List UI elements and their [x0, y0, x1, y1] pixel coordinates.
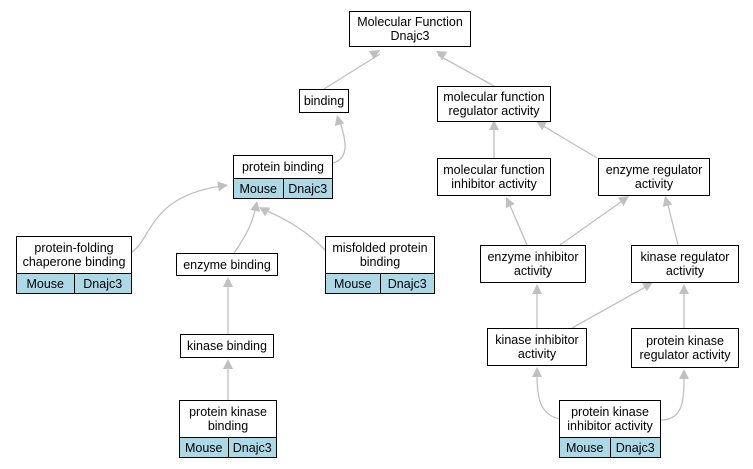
node-label: molecular function inhibitor activity: [443, 163, 545, 191]
annotation-organism[interactable]: Mouse: [26, 276, 65, 291]
edge-arrowhead: [436, 51, 448, 61]
edge-arrowhead: [505, 197, 515, 209]
node-label: protein binding: [241, 160, 324, 174]
node-label: kinase binding: [187, 339, 267, 353]
node-label: protein kinase inhibitor activity: [567, 405, 653, 433]
edge-arrowhead: [532, 284, 542, 294]
annotation-gene[interactable]: Dnajc3: [379, 274, 435, 293]
node-misfolded-protein-binding[interactable]: misfolded protein binding Mouse Dnajc3: [325, 236, 435, 294]
node-label: binding: [303, 94, 345, 108]
node-protein-kinase-binding[interactable]: protein kinase binding Mouse Dnajc3: [179, 400, 277, 458]
node-enzyme-binding[interactable]: enzyme binding: [176, 253, 278, 276]
node-protein-kinase-inhibitor-activity[interactable]: protein kinase inhibitor activity Mouse …: [559, 400, 661, 458]
edge-arrowhead: [532, 367, 542, 377]
node-binding[interactable]: binding: [299, 89, 349, 113]
node-label: enzyme regulator activity: [605, 163, 703, 191]
annotation-organism[interactable]: Mouse: [333, 276, 372, 291]
node-label: Molecular Function Dnajc3: [357, 15, 463, 43]
edge-arrowhead: [217, 181, 228, 192]
node-label: enzyme binding: [183, 257, 271, 272]
edge-arrowhead: [679, 369, 689, 379]
edge-arrowhead: [368, 50, 380, 60]
node-molecular-function-root[interactable]: Molecular Function Dnajc3: [349, 11, 471, 47]
annotation-gene[interactable]: Dnajc3: [227, 438, 277, 457]
node-label: molecular function regulator activity: [443, 90, 545, 118]
edge-arrowhead: [641, 282, 653, 292]
edge-pfcb-pb: [131, 185, 223, 253]
edge-arrowhead: [334, 115, 345, 126]
node-enzyme-inhibitor-activity[interactable]: enzyme inhibitor activity: [480, 245, 586, 283]
annotation-gene[interactable]: Dnajc3: [282, 179, 333, 198]
edge-eia-mfia: [507, 200, 528, 246]
edge-eia-era: [559, 198, 626, 246]
node-kinase-binding[interactable]: kinase binding: [180, 334, 274, 358]
node-label: protein kinase binding: [189, 405, 267, 433]
annotation-gene[interactable]: Dnajc3: [73, 274, 132, 293]
node-label: kinase inhibitor activity: [495, 333, 579, 361]
edge-arrowhead: [223, 277, 233, 287]
node-protein-folding-chaperone-binding[interactable]: protein-folding chaperone binding Mouse …: [16, 236, 132, 294]
node-label: kinase regulator activity: [640, 250, 730, 278]
edge-mfra-root: [437, 54, 495, 87]
node-label: enzyme inhibitor activity: [487, 250, 579, 278]
edge-arrowhead: [250, 201, 261, 212]
node-label: protein-folding chaperone binding: [22, 241, 126, 269]
edge-era-mfra: [539, 123, 598, 159]
annotation-row: Mouse Dnajc3: [17, 273, 131, 293]
node-label: protein kinase regulator activity: [639, 334, 731, 362]
edge-arrowhead: [536, 121, 548, 131]
annotation-row: Mouse Dnajc3: [180, 437, 276, 457]
node-kinase-regulator-activity[interactable]: kinase regulator activity: [631, 245, 739, 283]
edge-eb-pb: [233, 205, 257, 254]
annotation-row: Mouse Dnajc3: [326, 273, 434, 293]
edge-mpb-pb: [263, 209, 326, 251]
node-protein-binding[interactable]: protein binding Mouse Dnajc3: [233, 155, 333, 199]
edge-arrowhead: [617, 196, 629, 206]
edge-arrowhead: [679, 284, 689, 294]
edge-arrowhead: [662, 196, 673, 207]
edge-pkia-pkra: [660, 374, 685, 421]
edge-arrowhead: [259, 207, 271, 217]
node-molecular-function-inhibitor-activity[interactable]: molecular function inhibitor activity: [437, 158, 551, 196]
annotation-row: Mouse Dnajc3: [234, 178, 332, 198]
annotation-organism[interactable]: Mouse: [239, 181, 278, 196]
node-molecular-function-regulator-activity[interactable]: molecular function regulator activity: [437, 86, 551, 122]
node-kinase-inhibitor-activity[interactable]: kinase inhibitor activity: [487, 328, 587, 366]
node-label: misfolded protein binding: [332, 241, 428, 269]
edge-kia-kra: [571, 284, 650, 329]
node-enzyme-regulator-activity[interactable]: enzyme regulator activity: [598, 158, 710, 196]
edge-kra-era: [666, 200, 679, 246]
edge-arrowhead: [489, 120, 499, 130]
node-protein-kinase-regulator-activity[interactable]: protein kinase regulator activity: [631, 328, 739, 368]
annotation-row: Mouse Dnajc3: [560, 437, 660, 457]
annotation-organism[interactable]: Mouse: [565, 440, 604, 455]
annotation-gene[interactable]: Dnajc3: [609, 438, 661, 457]
edge-arrowhead: [223, 359, 233, 369]
edge-binding-root: [323, 53, 381, 90]
annotation-organism[interactable]: Mouse: [184, 440, 223, 455]
